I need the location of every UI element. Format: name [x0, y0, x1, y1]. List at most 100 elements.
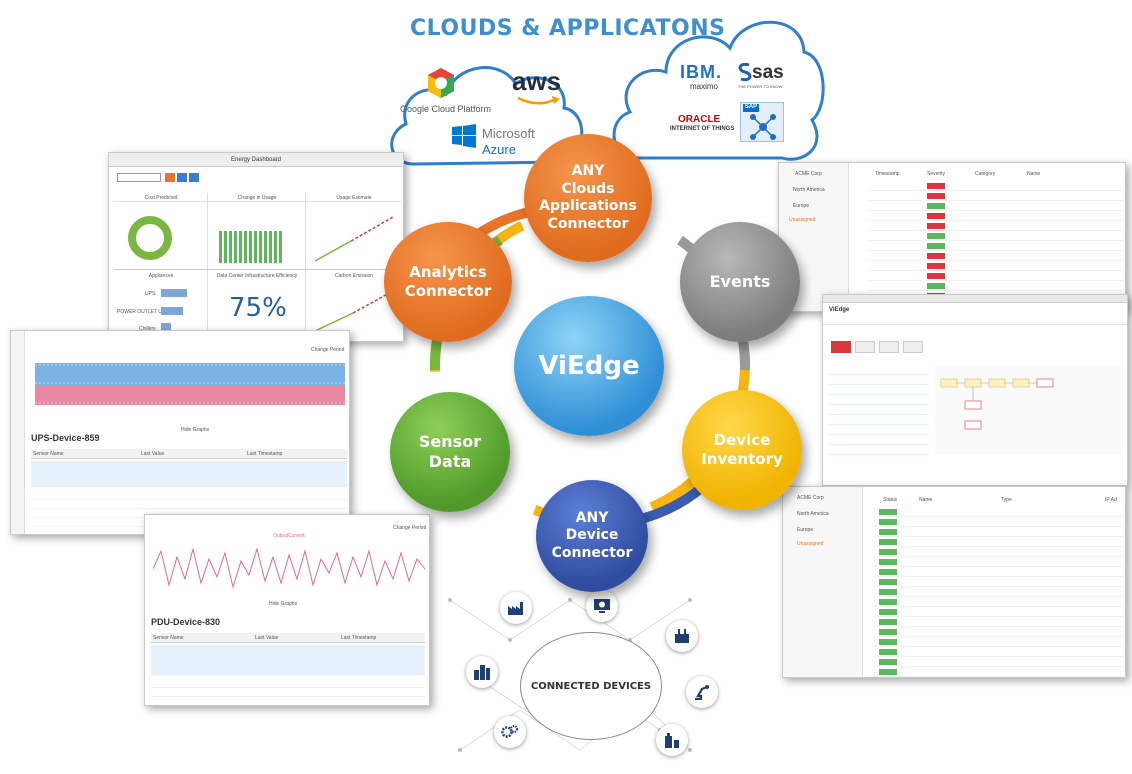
- card-title-dcie: Data Center Infrastructure Efficiency: [216, 273, 298, 279]
- month-button[interactable]: [177, 173, 187, 182]
- ups-col-time: Last Timestamp: [247, 451, 283, 457]
- inv-sidebar-acme[interactable]: ACME Corp: [797, 495, 824, 501]
- apps-line-2: Clouds: [561, 180, 615, 197]
- device-row: [873, 586, 1123, 587]
- device-line-1: ANY: [575, 509, 609, 526]
- sas-label: sas: [752, 62, 784, 83]
- events-sidebar-na[interactable]: North America: [793, 187, 825, 193]
- page-title: CLOUDS & APPLICATONS: [410, 16, 726, 41]
- events-sidebar-europe[interactable]: Europe: [793, 203, 810, 209]
- ups-col-value: Last Value: [141, 451, 165, 457]
- day-button[interactable]: [165, 173, 175, 182]
- network-icon: [750, 114, 776, 140]
- analytics-line-2: Connector: [404, 282, 492, 300]
- device-row: [873, 656, 1123, 657]
- sensor-line-1: Sensor: [418, 432, 482, 451]
- pdu-title: PDU-Device-830: [151, 617, 221, 627]
- inv-sidebar-unassigned[interactable]: Unassigned: [797, 541, 824, 547]
- events-sidebar-unassigned[interactable]: Unassigned: [789, 217, 816, 223]
- status-badge: [879, 559, 897, 565]
- status-badge: [879, 579, 897, 585]
- status-badge: [879, 599, 897, 605]
- card-title-carbon: Carbon Emission: [334, 273, 374, 279]
- status-badge: [879, 519, 897, 525]
- card-title-change: Change in Usage: [237, 195, 277, 201]
- device-row: [873, 546, 1123, 547]
- inv-col-status: Status: [883, 497, 898, 503]
- events-circle: Events: [680, 222, 800, 342]
- viedge-center-label: ViEdge: [538, 350, 640, 381]
- sap-box: SAP: [740, 102, 784, 142]
- severity-badge: [927, 203, 945, 209]
- status-badge: [879, 629, 897, 635]
- connected-devices-label: CONNECTED DEVICES: [530, 680, 652, 692]
- severity-badge: [927, 213, 945, 219]
- device-connector-circle: ANY Device Connector: [536, 480, 648, 592]
- ups-hide-graphs[interactable]: Hide Graphs: [181, 427, 210, 433]
- buildings-icon: [466, 656, 498, 688]
- severity-badge: [927, 263, 945, 269]
- analytics-line-1: Analytics: [409, 263, 487, 282]
- events-col-name: Name: [1027, 171, 1041, 177]
- connected-devices-ellipse: CONNECTED DEVICES: [520, 632, 662, 740]
- status-badge: [879, 639, 897, 645]
- year-button[interactable]: [189, 173, 199, 182]
- apps-line-4: Connector: [547, 215, 629, 232]
- google-cloud-icon: [428, 68, 454, 98]
- status-badge: [879, 539, 897, 545]
- pdu-hide-graphs[interactable]: Hide Graphs: [269, 601, 298, 607]
- status-badge: [879, 649, 897, 655]
- apps-line-1: ANY: [571, 163, 605, 179]
- card-title-estimate: Usage Estimate: [336, 195, 372, 201]
- status-badge: [879, 509, 897, 515]
- pdu-change-period[interactable]: Change Period: [393, 525, 427, 531]
- status-badge: [879, 529, 897, 535]
- device-row: [873, 646, 1123, 647]
- device-row: [873, 536, 1123, 537]
- windows-icon: [452, 124, 476, 148]
- event-row: [867, 230, 1123, 231]
- sensor-data-circle: Sensor Data: [390, 392, 510, 512]
- maximo-label: maximo: [690, 82, 719, 91]
- viedge-flow: [940, 378, 1054, 430]
- ups-change-period[interactable]: Change Period: [311, 347, 345, 353]
- status-badge: [879, 619, 897, 625]
- status-badge: [879, 669, 897, 675]
- estimate-line: [314, 216, 394, 262]
- ibm-label: IBM.: [680, 62, 722, 82]
- pdu-device-panel: Change Period OutputCurrent Hide Graphs …: [144, 514, 430, 706]
- gears-icon: [494, 716, 526, 748]
- device-row: [873, 636, 1123, 637]
- inv-col-name: Name: [919, 497, 933, 503]
- oracle-label: ORACLE: [678, 114, 721, 125]
- monitor-gear-icon: [586, 590, 618, 622]
- status-badge: [879, 589, 897, 595]
- severity-badge: [927, 193, 945, 199]
- pdu-chart: [153, 547, 425, 589]
- inv-col-ip: IP Ad: [1105, 497, 1117, 503]
- appliance-pou: POWER OUTLET UNIT: [117, 309, 170, 315]
- industrial-machine-icon: [666, 620, 698, 652]
- events-sidebar-acme[interactable]: ACME Corp: [795, 171, 822, 177]
- inventory-panel: ACME Corp North America Europe Unassigne…: [782, 486, 1126, 678]
- cost-donut: [128, 216, 172, 260]
- aws-smile-icon: [517, 96, 560, 105]
- google-cloud-label: Google Cloud Platform: [400, 104, 492, 114]
- division-select[interactable]: [117, 173, 161, 182]
- device-line-3: Connector: [551, 544, 633, 561]
- severity-badge: [927, 273, 945, 279]
- device-row: [873, 566, 1123, 567]
- factory-icon: [500, 592, 532, 624]
- event-row: [867, 250, 1123, 251]
- inv-sidebar-na[interactable]: North America: [797, 511, 829, 517]
- dcie-value: 75%: [229, 293, 287, 323]
- ups-col-sensor: Sensor Name: [33, 451, 64, 457]
- inv-col-type: Type: [1001, 497, 1012, 503]
- analytics-connector-circle: Analytics Connector: [384, 222, 512, 342]
- inv-sidebar-europe[interactable]: Europe: [797, 527, 814, 533]
- pdu-legend: OutputCurrent: [273, 533, 305, 539]
- device-row: [873, 606, 1123, 607]
- device-row: [873, 616, 1123, 617]
- severity-badge: [927, 243, 945, 249]
- ups-title: UPS-Device-859: [31, 433, 100, 443]
